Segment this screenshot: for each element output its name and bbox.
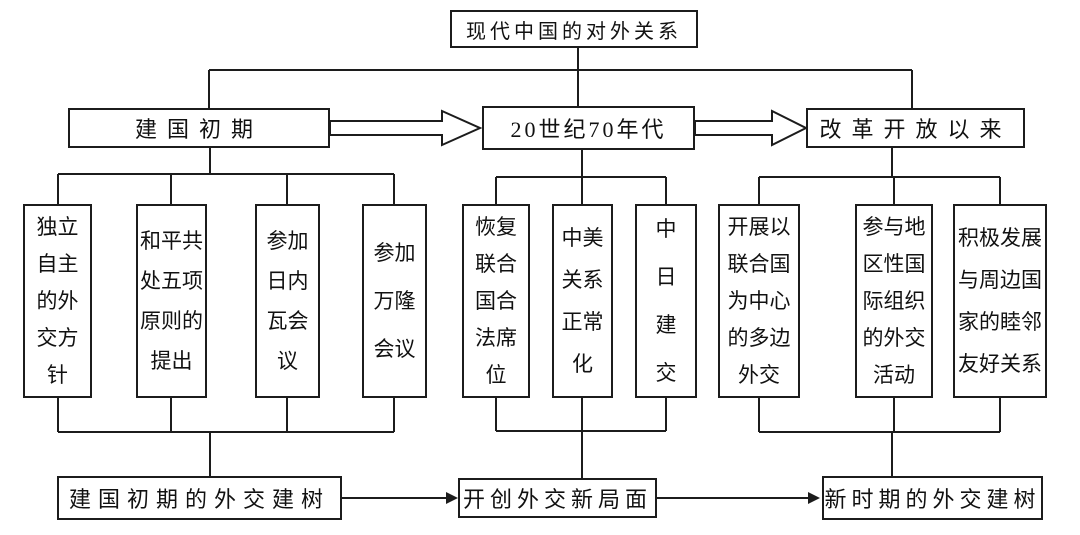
hollow-arrow-icon <box>694 109 809 147</box>
item-node-five-principles: 和平共 处五项 原则的 提出 <box>136 204 207 398</box>
stage-node-founding-era: 建国初期 <box>68 108 330 148</box>
arrowhead-icon <box>808 492 820 504</box>
summary-node-1970s: 开创外交新局面 <box>458 478 657 518</box>
hollow-arrow-icon <box>329 109 483 147</box>
stage-node-reform-era: 改革开放以来 <box>806 108 1025 148</box>
summary-node-reform-era: 新时期的外交建树 <box>822 476 1043 520</box>
item-node-neighborly-relations: 积极发展 与周边国 家的睦邻 友好关系 <box>953 204 1047 398</box>
item-node-us-china-normalization: 中美 关系 正常 化 <box>552 204 613 398</box>
summary-node-founding-era: 建国初期的外交建树 <box>57 476 342 520</box>
arrowhead-icon <box>446 492 458 504</box>
root-node: 现代中国的对外关系 <box>450 10 698 48</box>
item-node-un-centered-multilateral: 开展以 联合国 为中心 的多边 外交 <box>718 204 800 398</box>
item-node-independent-diplomacy: 独立 自主 的外 交方 针 <box>23 204 92 398</box>
item-node-un-seat-restored: 恢复 联合 国合 法席 位 <box>462 204 530 398</box>
item-node-china-japan-relations: 中 日 建 交 <box>635 204 697 398</box>
item-node-bandung-conference: 参加 万隆 会议 <box>362 204 427 398</box>
tree-connectors <box>57 48 1001 499</box>
stage-node-1970s: 20世纪70年代 <box>482 106 695 150</box>
item-node-geneva-conference: 参加 日内 瓦会 议 <box>255 204 320 398</box>
item-node-regional-organizations: 参与地 区性国 际组织 的外交 活动 <box>855 204 933 398</box>
